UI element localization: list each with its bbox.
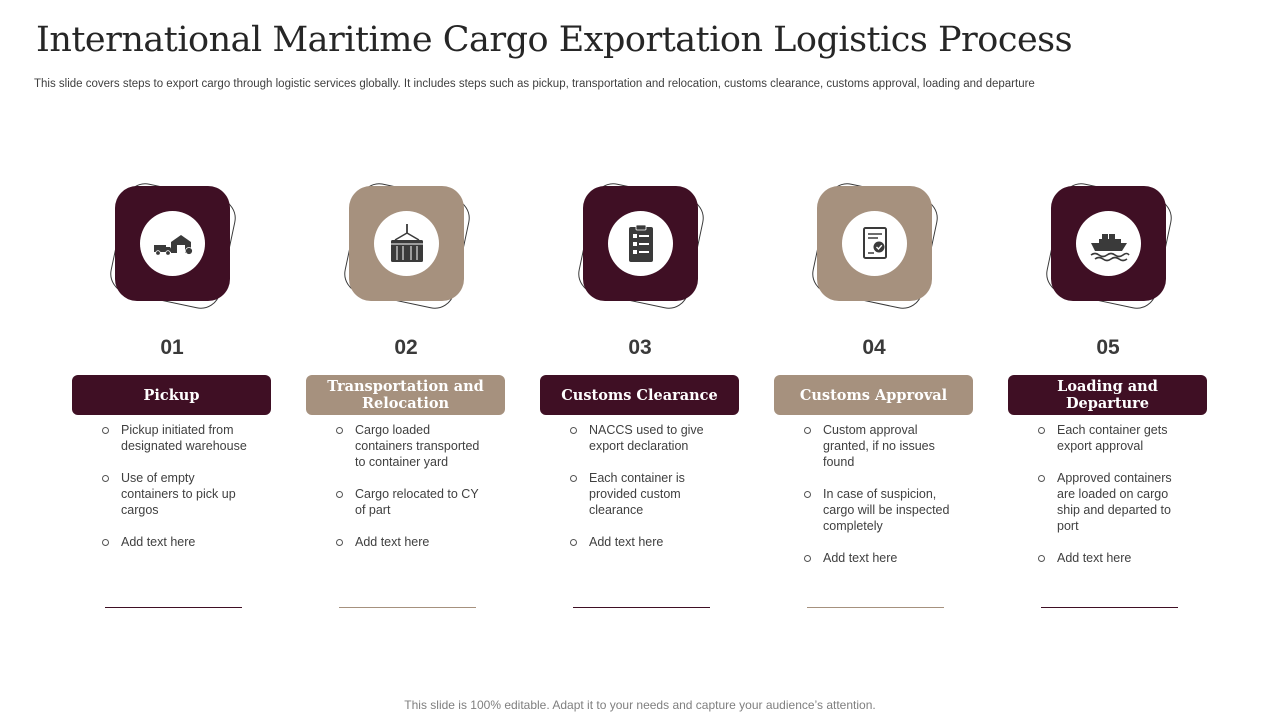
step-label: Customs Approval xyxy=(774,375,973,415)
approved-document-icon xyxy=(862,226,887,259)
step-icon-area xyxy=(97,170,247,320)
icon-tile xyxy=(817,186,932,301)
truck-warehouse-icon xyxy=(153,234,193,256)
step-underline xyxy=(807,607,944,608)
process-step-pickup: 01 Pickup Pickup initiated from designat… xyxy=(72,170,272,620)
slide-title: International Maritime Cargo Exportation… xyxy=(36,20,1073,60)
step-bullet-list: Cargo loaded containers transported to c… xyxy=(336,422,486,566)
step-label: Loading and Departure xyxy=(1008,375,1207,415)
icon-tile xyxy=(115,186,230,301)
step-icon-area xyxy=(331,170,481,320)
list-item: Cargo relocated to CY of part xyxy=(336,486,486,518)
step-bullet-list: Pickup initiated from designated warehou… xyxy=(102,422,252,566)
step-label: Customs Clearance xyxy=(540,375,739,415)
cargo-ship-icon xyxy=(1090,233,1130,261)
step-bullet-list: NACCS used to give export declaration Ea… xyxy=(570,422,720,566)
step-number: 02 xyxy=(394,336,418,359)
list-item: Each container is provided custom cleara… xyxy=(570,470,720,518)
list-item: Use of empty containers to pick up cargo… xyxy=(102,470,252,518)
list-item: Each container gets export approval xyxy=(1038,422,1188,454)
process-step-customs-clearance: 03 Customs Clearance NACCS used to give … xyxy=(540,170,740,620)
step-bullet-list: Each container gets export approval Appr… xyxy=(1038,422,1188,582)
step-number: 01 xyxy=(160,336,184,359)
list-item: Custom approval granted, if no issues fo… xyxy=(804,422,954,470)
list-item: NACCS used to give export declaration xyxy=(570,422,720,454)
icon-tile xyxy=(1051,186,1166,301)
checklist-clipboard-icon xyxy=(628,224,653,262)
step-number: 03 xyxy=(628,336,652,359)
slide-subtitle: This slide covers steps to export cargo … xyxy=(34,78,1035,90)
crane-container-icon xyxy=(390,223,423,262)
list-item: In case of suspicion, cargo will be insp… xyxy=(804,486,954,534)
process-step-customs-approval: 04 Customs Approval Custom approval gran… xyxy=(774,170,974,620)
step-icon-area xyxy=(799,170,949,320)
step-icon-area xyxy=(565,170,715,320)
process-step-transportation: 02 Transportation and Relocation Cargo l… xyxy=(306,170,506,620)
step-number: 05 xyxy=(1096,336,1120,359)
step-underline xyxy=(339,607,476,608)
icon-circle xyxy=(842,211,907,276)
step-underline xyxy=(1041,607,1178,608)
icon-tile xyxy=(583,186,698,301)
icon-circle xyxy=(1076,211,1141,276)
list-item: Cargo loaded containers transported to c… xyxy=(336,422,486,470)
list-item: Pickup initiated from designated warehou… xyxy=(102,422,252,454)
step-icon-area xyxy=(1033,170,1183,320)
step-label: Pickup xyxy=(72,375,271,415)
icon-circle xyxy=(140,211,205,276)
icon-circle xyxy=(374,211,439,276)
process-step-loading-departure: 05 Loading and Departure Each container … xyxy=(1008,170,1208,620)
list-item: Add text here xyxy=(570,534,720,550)
step-underline xyxy=(105,607,242,608)
step-underline xyxy=(573,607,710,608)
step-label: Transportation and Relocation xyxy=(306,375,505,415)
slide-footer: This slide is 100% editable. Adapt it to… xyxy=(404,698,876,712)
icon-circle xyxy=(608,211,673,276)
icon-tile xyxy=(349,186,464,301)
list-item: Add text here xyxy=(1038,550,1188,566)
list-item: Add text here xyxy=(102,534,252,550)
step-bullet-list: Custom approval granted, if no issues fo… xyxy=(804,422,954,582)
step-number: 04 xyxy=(862,336,886,359)
list-item: Approved containers are loaded on cargo … xyxy=(1038,470,1188,534)
list-item: Add text here xyxy=(804,550,954,566)
list-item: Add text here xyxy=(336,534,486,550)
